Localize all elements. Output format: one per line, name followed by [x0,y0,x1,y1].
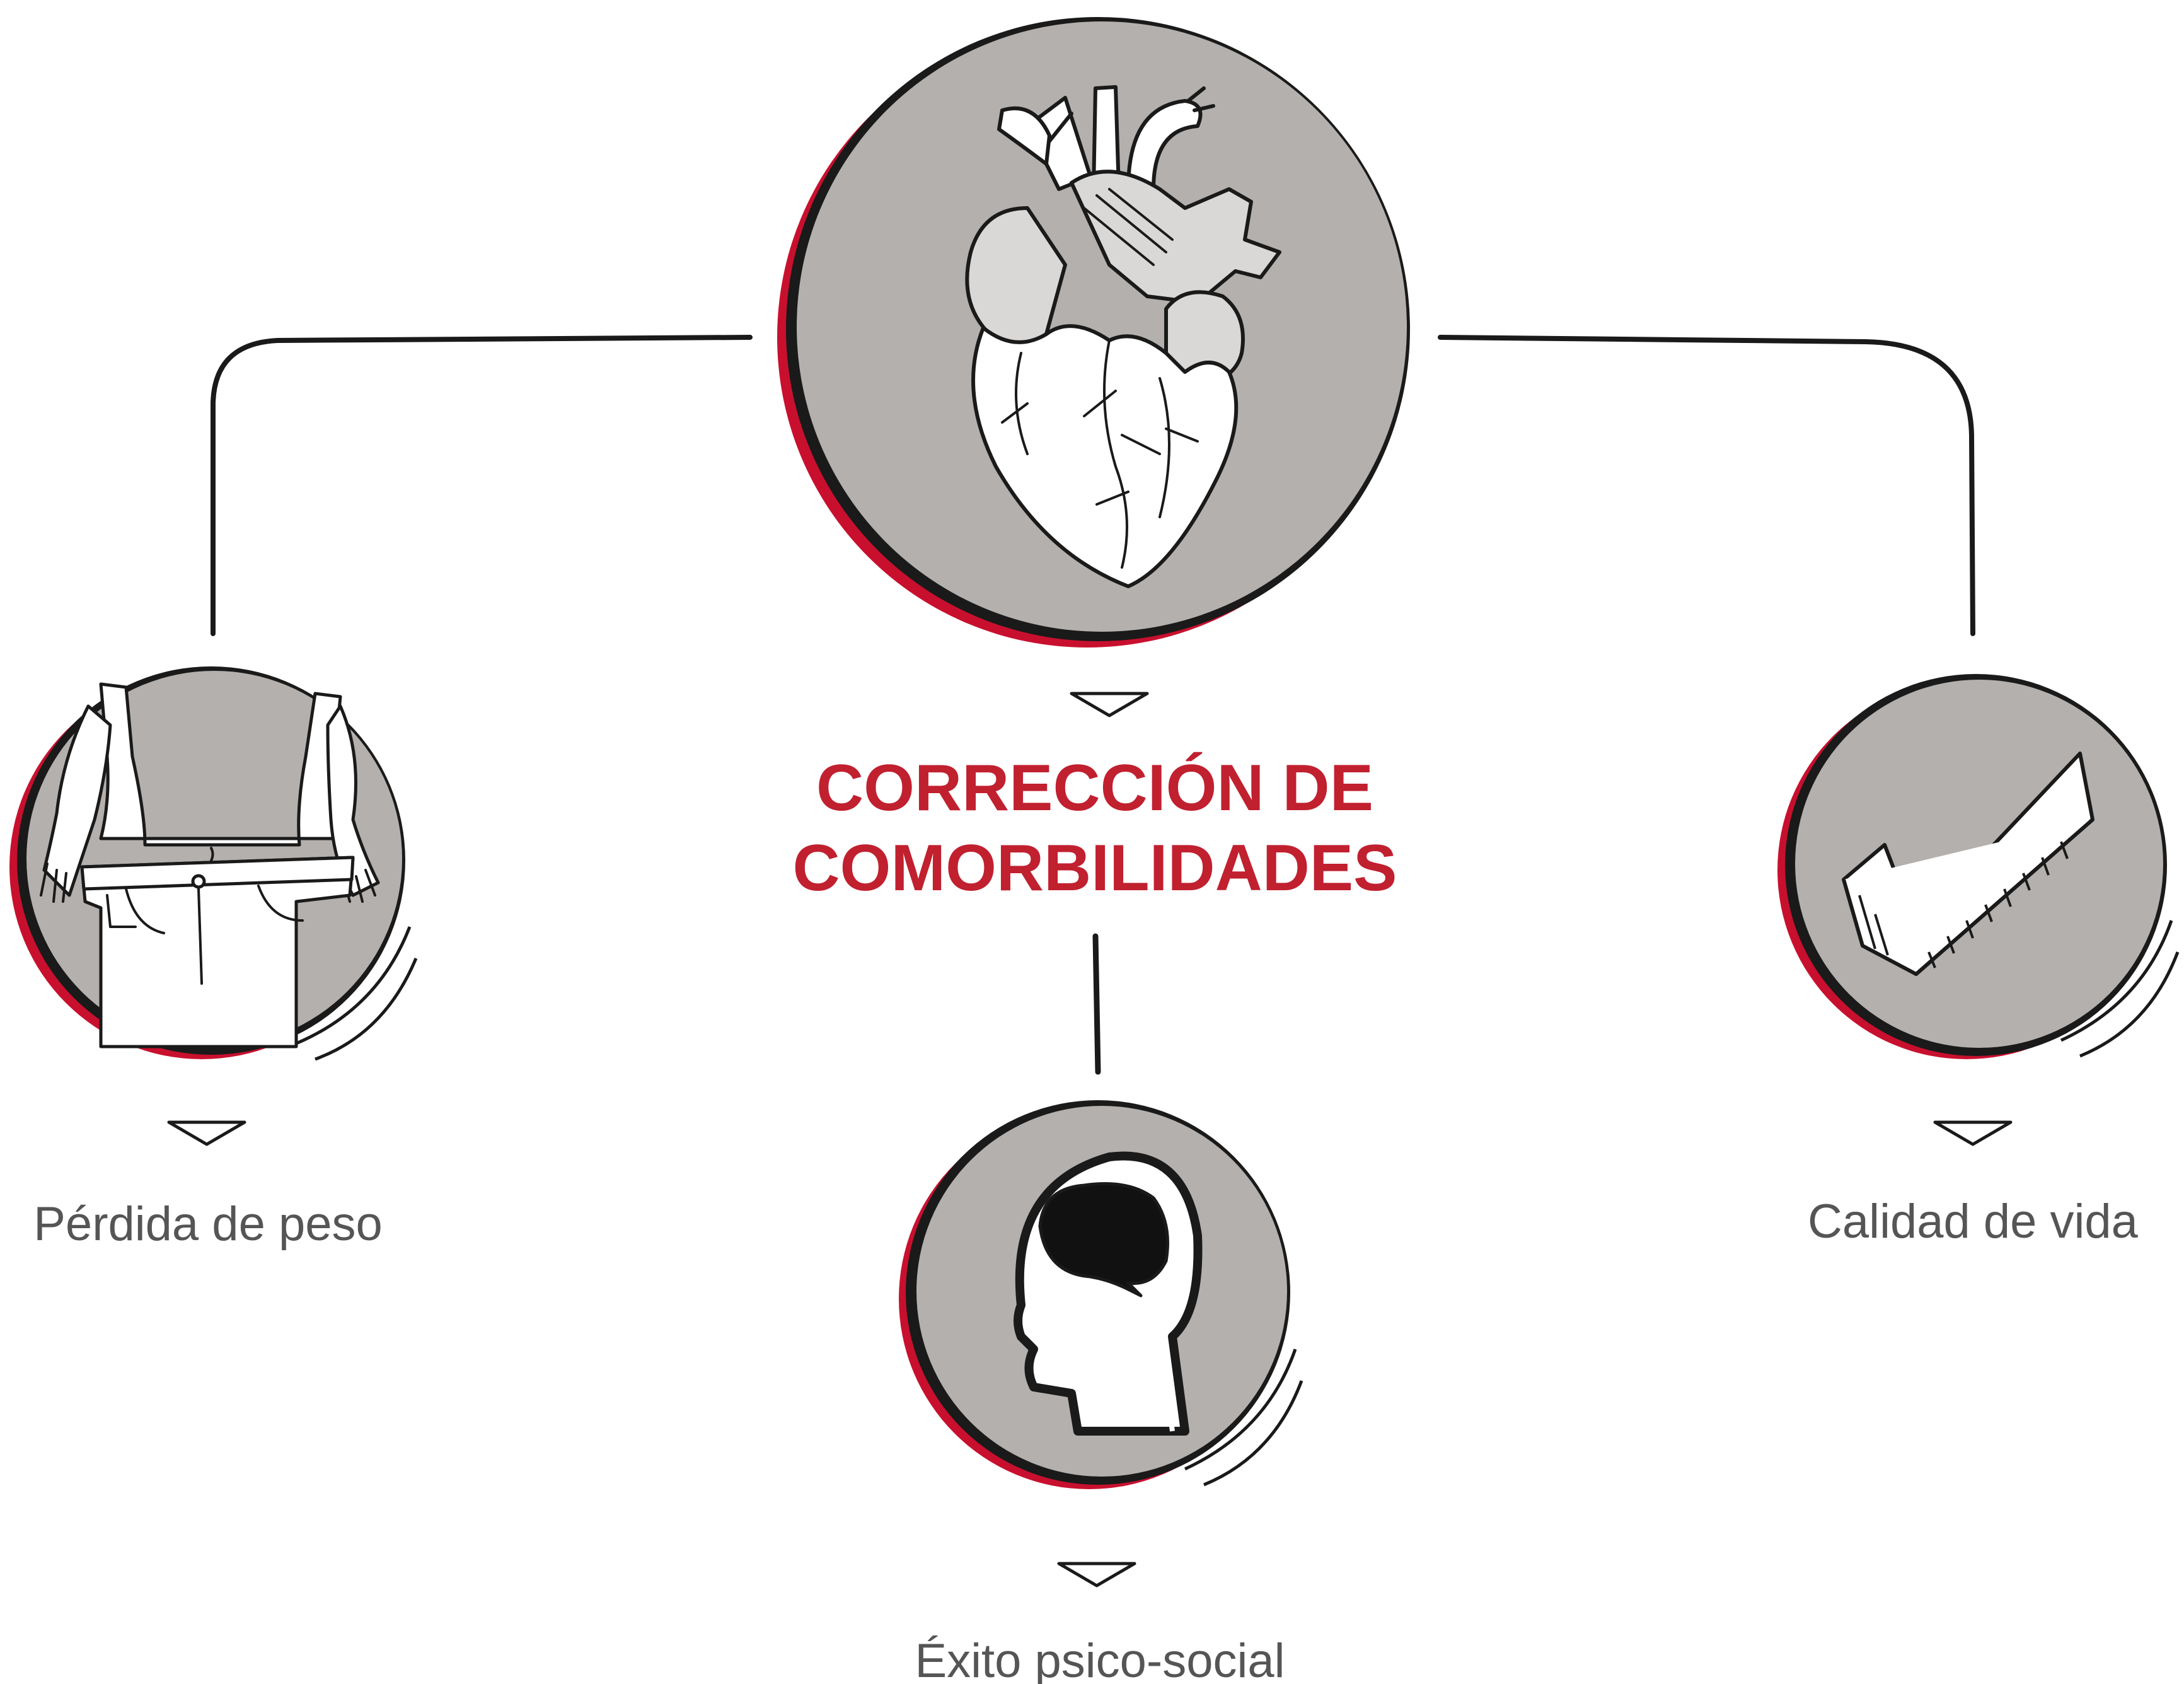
center-title-line-2: COMORBILIDADES [792,832,1397,905]
heart-icon [965,85,1281,588]
connector-lines [211,335,1975,1075]
weight-loss-marker-triangle [167,1120,246,1146]
psychosocial-node [899,1100,1303,1489]
connector-bottom [1092,933,1101,1075]
weight-loss-label: Pérdida de peso [33,1197,383,1251]
quality-of-life-label: Calidad de vida [1808,1195,2139,1248]
psychosocial-marker-triangle [1057,1562,1136,1588]
center-heart-node [777,17,1410,647]
quality-of-life-node [1777,674,2180,1059]
waist-jeans-icon [40,682,380,1048]
psychosocial-sketch-arc [1184,1349,1303,1487]
weight-loss-sketch-arc [296,926,418,1061]
psychosocial-label: Éxito psico-social [915,1634,1285,1684]
heart-circle [797,21,1407,632]
quality-sketch-arc [2060,920,2180,1058]
weight-loss-node [9,666,418,1061]
connector-right [1438,335,1975,636]
connector-left [211,335,753,636]
checkmark-icon [1842,752,2094,976]
quality-marker-triangle [1933,1120,2013,1146]
center-marker-triangle [1070,692,1149,717]
center-title-line-1: CORRECCIÓN DE [816,752,1373,825]
head-brain-icon [1014,1151,1203,1436]
